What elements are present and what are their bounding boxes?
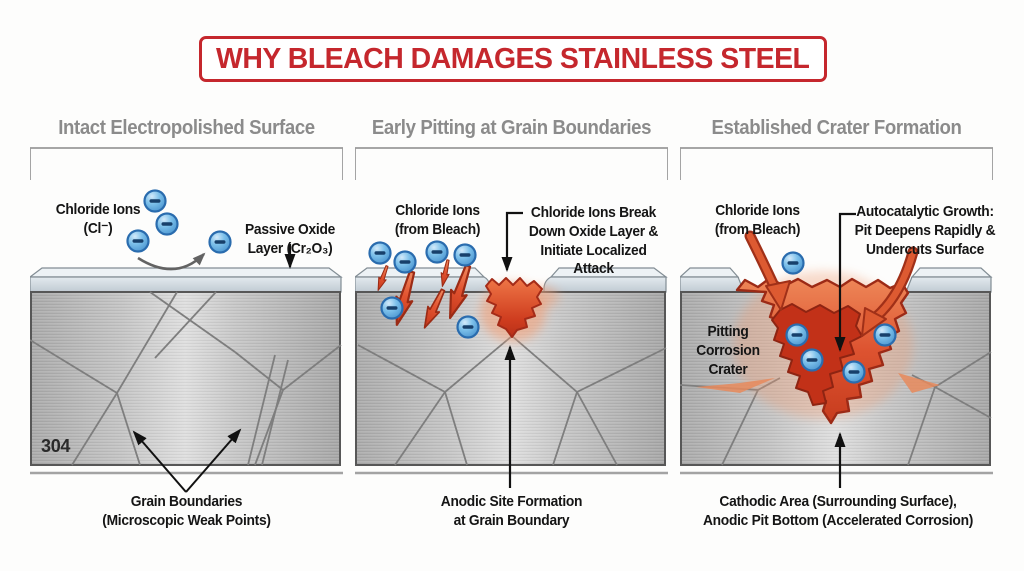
passive-oxide-layer-remnant	[680, 267, 993, 293]
growth-label-connector-arrow	[834, 212, 856, 352]
autocatalytic-arrows	[744, 230, 919, 337]
chloride-ion	[425, 240, 449, 264]
panel3-chloride-ions-label: Chloride Ions (from Bleach)	[714, 202, 801, 238]
chloride-ion	[155, 212, 179, 236]
panel1-caption: Grain Boundaries (Microscopic Weak Point…	[102, 493, 271, 529]
panel1-passive-oxide-label: Passive Oxide Layer (Cr₂O₃)	[244, 221, 336, 257]
chloride-ion	[781, 251, 805, 275]
grain-pointer-arrow-right	[185, 428, 242, 493]
panel3-crater-label: Pitting Corrosion Crater	[696, 323, 760, 378]
panel1-header: Intact Electropolished Surface	[58, 117, 315, 139]
steel-grade-304: 304	[41, 436, 71, 456]
grain-pointer-arrow-left	[132, 430, 187, 493]
chloride-ion	[842, 360, 866, 384]
panel2-attack-label: Chloride Ions Break Down Oxide Layer & I…	[528, 204, 659, 278]
localized-attack-pit	[480, 277, 559, 342]
panel3-growth-label: Autocatalytic Growth: Pit Deepens Rapidl…	[854, 203, 996, 258]
deflection-arrow	[137, 252, 206, 271]
panel3-crater-figure	[680, 147, 993, 488]
chloride-ion	[393, 250, 417, 274]
steel-block	[30, 291, 342, 466]
grain-boundaries	[357, 335, 667, 466]
chloride-ion	[873, 323, 897, 347]
passive-oxide-layer	[30, 267, 343, 293]
page-title: WHY BLEACH DAMAGES STAINLESS STEEL	[216, 42, 810, 75]
chloride-ion	[208, 230, 232, 254]
panel2-chloride-ions-label: Chloride Ions (from Bleach)	[394, 202, 481, 238]
chloride-ion	[456, 315, 480, 339]
attack-label-connector-arrow	[501, 211, 523, 272]
panel3-caption: Cathodic Area (Surrounding Surface), Ano…	[702, 493, 974, 529]
panel3-frame	[680, 147, 993, 180]
undercut-tendril-right	[898, 373, 940, 393]
chloride-ion	[785, 323, 809, 347]
grain-boundaries	[30, 291, 342, 466]
title-banner: WHY BLEACH DAMAGES STAINLESS STEEL	[199, 36, 827, 82]
panel2-caption: Anodic Site Formation at Grain Boundary	[440, 493, 583, 529]
panel2-header: Early Pitting at Grain Boundaries	[371, 117, 652, 139]
panel1-frame	[30, 147, 343, 180]
undercut-tendril-left	[696, 378, 775, 393]
chloride-ion	[380, 296, 404, 320]
chloride-ion	[800, 348, 824, 372]
panel1-intact-surface-figure	[30, 147, 343, 493]
chloride-ion	[368, 241, 392, 265]
panel1-chloride-ions-label: Chloride Ions (Cl⁻)	[55, 201, 141, 237]
panel2-early-pitting-figure	[355, 147, 668, 488]
panel3-header: Established Crater Formation	[711, 117, 962, 139]
panel2-frame	[355, 147, 668, 180]
chloride-ion	[453, 243, 477, 267]
